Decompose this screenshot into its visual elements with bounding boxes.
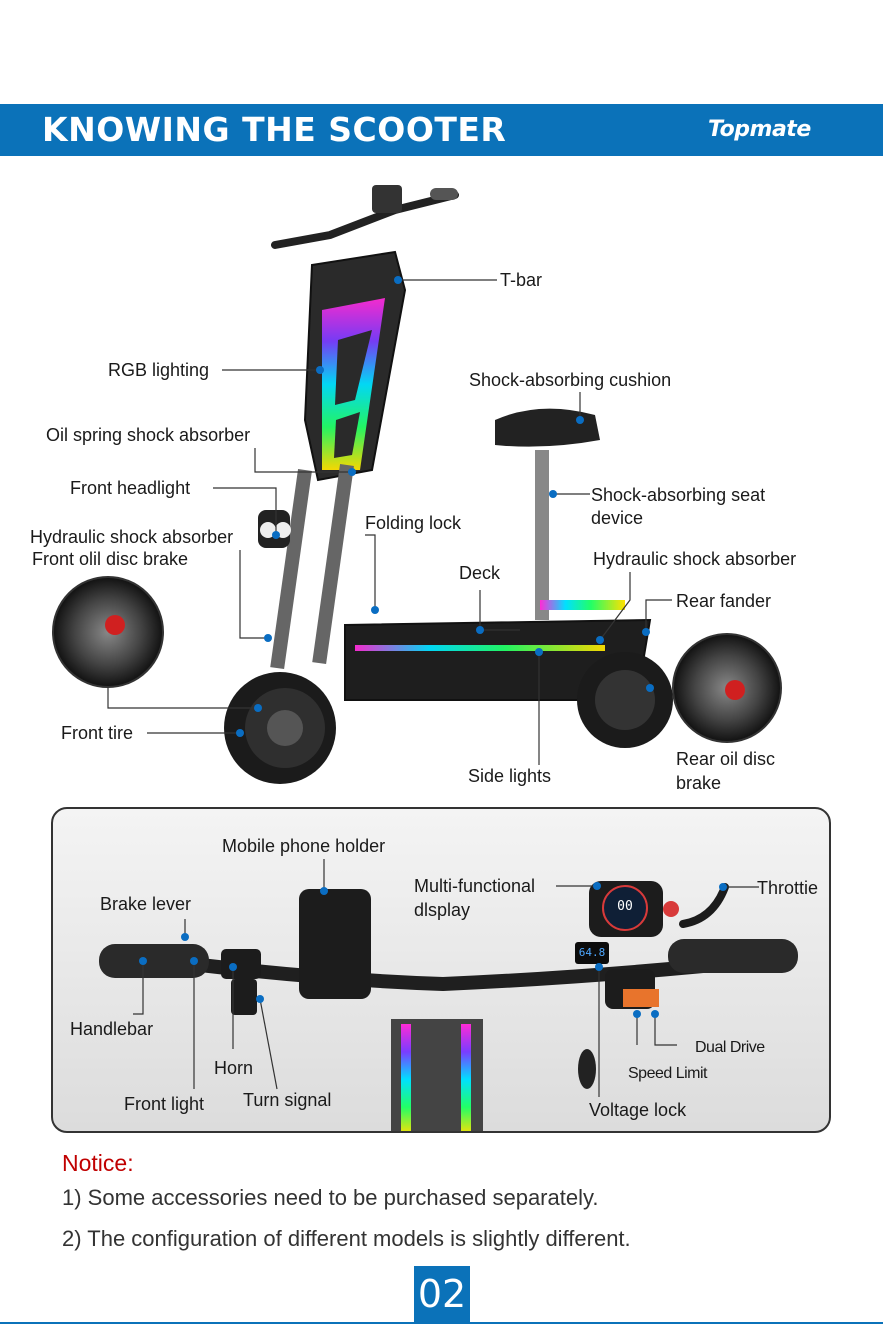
label-handlebar: Handlebar <box>70 1019 154 1039</box>
label-side-lights: Side lights <box>468 766 552 786</box>
leader-lines <box>107 279 672 765</box>
label-rear-disc-2: brake <box>676 773 722 793</box>
label-rgb-lighting: RGB lighting <box>108 360 210 380</box>
label-dual-drive: Dual Drive <box>695 1039 765 1056</box>
label-hydraulic-rear: Hydraulic shock absorber <box>593 549 797 569</box>
label-folding-lock: Folding lock <box>365 513 462 533</box>
handlebar-illustration <box>99 859 798 1131</box>
seat-post <box>535 450 549 620</box>
notice-title: Notice: <box>62 1150 134 1176</box>
page-number: 02 <box>417 1272 467 1316</box>
scooter-illustration <box>52 185 782 784</box>
label-speed-limit: Speed Limit <box>628 1065 708 1082</box>
label-front-tire: Front tire <box>61 723 134 743</box>
label-seat-device-1: Shock-absorbing seat <box>591 485 766 505</box>
brand-logo: Topmate <box>708 117 811 142</box>
page-title: KNOWING THE SCOOTER <box>42 110 507 149</box>
handlebar-detail-panel: 00 64.8 Mobile phone holder Multi-functi… <box>51 807 831 1133</box>
label-hydraulic-front: Hydraulic shock absorber <box>30 527 234 547</box>
label-throttle: Throttie <box>757 878 819 898</box>
notice-line-1: 1) Some accessories need to be purchased… <box>62 1185 599 1210</box>
label-t-bar: T-bar <box>500 270 543 290</box>
label-rear-fender: Rear fander <box>676 591 772 611</box>
voltmeter-reading: 64.8 <box>578 946 606 959</box>
bottom-rule <box>0 1322 883 1324</box>
label-deck: Deck <box>459 563 501 583</box>
left-grip <box>99 944 209 978</box>
top-handlebar <box>271 191 459 249</box>
label-brake-lever: Brake lever <box>100 894 192 914</box>
label-phone-holder: Mobile phone holder <box>222 836 386 856</box>
label-voltage-lock: Voltage lock <box>589 1100 687 1120</box>
header-banner: KNOWING THE SCOOTER Topmate <box>0 104 883 156</box>
label-horn: Horn <box>214 1058 254 1078</box>
right-grip <box>668 939 798 973</box>
label-shock-cushion: Shock-absorbing cushion <box>469 370 672 390</box>
label-seat-device-2: device <box>591 508 644 528</box>
label-turn-signal: Turn signal <box>243 1090 332 1110</box>
callout-dots <box>236 276 654 737</box>
label-front-headlight: Front headlight <box>70 478 191 498</box>
display-unit <box>372 185 402 213</box>
label-display-1: Multi-functional <box>414 876 536 896</box>
label-front-light: Front light <box>124 1094 205 1114</box>
voltmeter <box>575 942 609 964</box>
display-reading: 00 <box>617 899 633 914</box>
page-number-box: 02 <box>414 1266 470 1324</box>
label-front-disc: Front olil disc brake <box>32 549 189 569</box>
notice-line-2: 2) The configuration of different models… <box>62 1226 631 1251</box>
label-rear-disc-1: Rear oil disc <box>676 749 776 769</box>
phone-holder <box>299 889 371 999</box>
label-display-2: dlsplay <box>414 900 471 920</box>
label-oil-spring: Oil spring shock absorber <box>46 425 251 445</box>
seat <box>495 408 600 447</box>
